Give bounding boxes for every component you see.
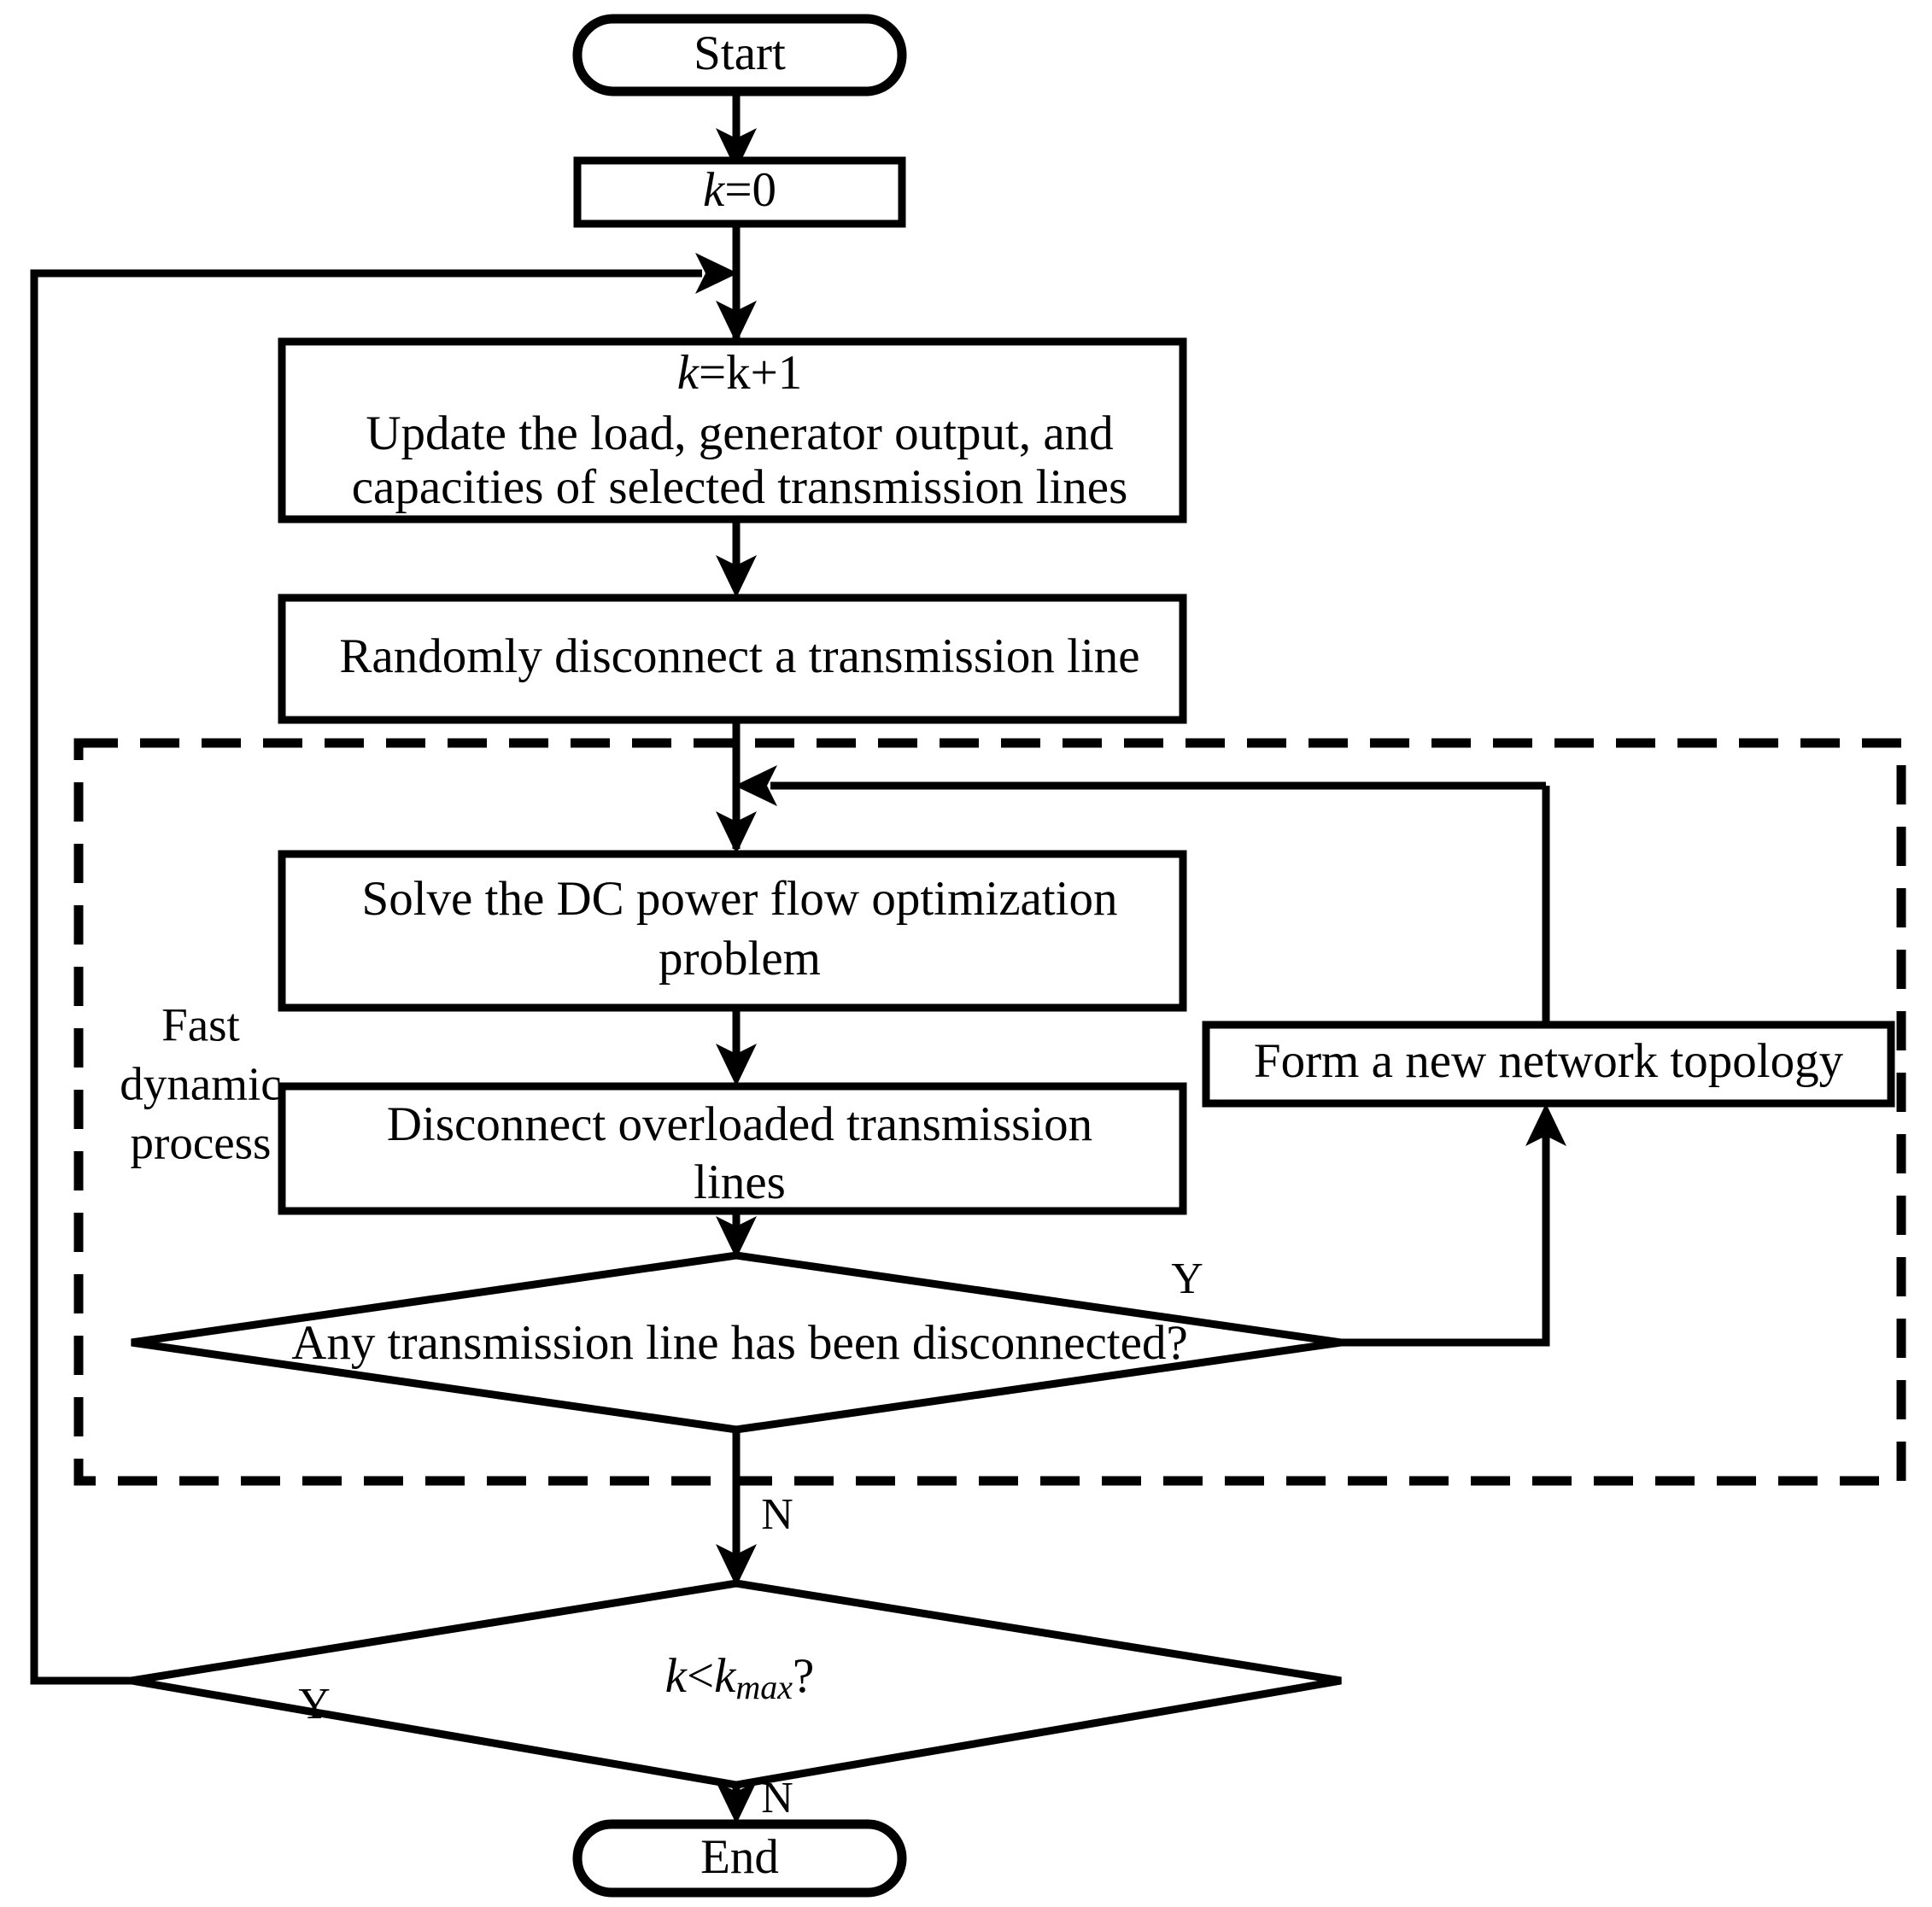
edge-label-kmax-no: N [761,1774,793,1822]
node-decision-kmax-op: < [687,1649,714,1703]
node-decision-any-line[interactable] [131,1251,1342,1434]
node-update[interactable] [278,337,1187,524]
node-decision-kmax-k2: k [714,1649,737,1703]
fast-dynamic-process-region [73,738,1906,1486]
node-update-line1-var: k [677,346,700,400]
arrowhead-overloaded-to-decision [716,1216,757,1259]
arrowhead-kmax-feedback-into-column [695,253,738,294]
node-form-topology-label: Form a new network topology [1254,1034,1844,1088]
node-decision-kmax-k1: k [665,1649,688,1703]
arrowhead-anyline-no-to-kmax [716,1544,757,1587]
node-decision-kmax-q: ? [793,1649,814,1703]
node-decision-kmax-label: k<kmax? [665,1649,815,1706]
node-disconnect-random-label: Randomly disconnect a transmission line [339,629,1139,683]
node-disconnect-overloaded-line2: lines [694,1155,786,1209]
node-update-line3: capacities of selected transmission line… [352,460,1128,514]
node-update-line1-rest: =k+1 [699,346,802,400]
node-decision-kmax[interactable] [131,1579,1342,1789]
node-update-line2: Update the load, generator output, and [366,407,1113,460]
node-disconnect-random[interactable] [278,594,1187,724]
node-k-init-label-rest: =0 [724,163,776,217]
node-k-init-label: k=0 [703,163,776,217]
edge-anyline-yes-to-topology [1341,1136,1550,1347]
edge-kmax-yes-feedback [30,269,702,1685]
node-start-label: Start [694,26,786,80]
node-end-label: End [700,1830,779,1884]
arrowhead-update-to-random [716,555,757,598]
edge-label-anyline-no: N [761,1490,793,1539]
node-solve-dc-line2: problem [659,932,821,986]
arrowhead-anyline-yes-to-topology [1525,1103,1566,1146]
node-k-init[interactable] [573,156,906,228]
node-disconnect-overloaded-line1: Disconnect overloaded transmission [387,1097,1092,1151]
annotation-fast-line2: dynamic [120,1058,281,1110]
arrowhead-random-to-solve [716,811,757,854]
node-k-init-label-var: k [703,163,726,217]
arrowhead-kmax-no-to-end [716,1781,757,1824]
node-start[interactable] [572,14,907,97]
node-decision-kmax-subscript: max [735,1668,793,1706]
annotation-fast-line1: Fast [161,999,240,1051]
node-end[interactable] [572,1819,907,1898]
arrowhead-kinit-to-update [716,301,757,343]
node-solve-dc-line1: Solve the DC power flow optimization [362,872,1118,926]
arrowhead-solve-to-overloaded [716,1044,757,1086]
node-form-topology[interactable] [1202,1021,1895,1108]
arrowhead-topology-feedback [735,765,777,806]
edge-label-anyline-yes: Y [1171,1255,1203,1303]
node-solve-dc[interactable] [278,850,1187,1012]
edge-label-kmax-yes: Y [298,1680,331,1729]
node-disconnect-overloaded[interactable] [278,1082,1187,1215]
node-decision-any-line-label: Any transmission line has been disconnec… [291,1316,1188,1370]
node-update-line1: k=k+1 [677,346,803,400]
arrowhead-start-to-kinit [716,128,757,171]
annotation-fast-line3: process [131,1117,272,1169]
